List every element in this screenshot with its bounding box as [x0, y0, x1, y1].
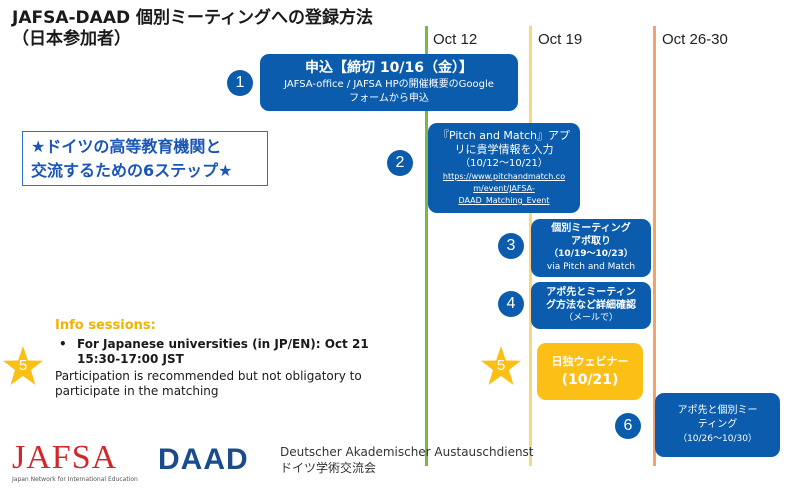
- daad-full-name-de: Deutscher Akademischer Austauschdienst: [280, 445, 534, 459]
- step-6-box: アポ先と個別ミー ティング （10/26〜10/30）: [655, 393, 780, 457]
- step-3-line-4: via Pitch and Match: [546, 262, 636, 272]
- step-4-line-3: （メールで）: [563, 313, 618, 323]
- column-header-oct19: Oct 19: [538, 31, 583, 48]
- step-1-line-3: フォームから申込: [349, 93, 429, 104]
- step-1-box: 申込【締切 10/16（金）】 JAFSA-office / JAFSA HPの…: [260, 54, 518, 111]
- step-6-number: 6: [615, 413, 641, 439]
- step-1-number: 1: [227, 70, 253, 96]
- daad-full-name: Deutscher Akademischer Austauschdienst ド…: [280, 444, 534, 476]
- timeline-line-oct26: [653, 26, 656, 466]
- six-steps-line-2: 交流するための6ステップ★: [31, 161, 233, 180]
- step-2-line-1: 『Pitch and Match』アプ: [437, 129, 571, 142]
- step-3-line-2: アポ取り: [571, 236, 611, 247]
- info-sessions-bullet: For Japanese universities (in JP/EN): Oc…: [55, 337, 385, 367]
- info-note-line-2: participate in the matching: [55, 384, 219, 398]
- step-5-star-timeline-label: 5: [496, 357, 506, 374]
- daad-logo: DAAD: [158, 443, 249, 476]
- column-header-oct12: Oct 12: [433, 31, 478, 48]
- daad-full-name-ja: ドイツ学術交流会: [280, 461, 377, 475]
- jafsa-logo: JAFSA Japan Network for International Ed…: [12, 439, 138, 484]
- step-5-line-1: 日独ウェビナー: [551, 354, 629, 368]
- jafsa-logo-tagline: Japan Network for International Educatio…: [12, 476, 138, 483]
- six-steps-callout: ★ドイツの高等教育機関と 交流するための6ステップ★: [22, 131, 268, 186]
- step-2-url-line-2: m/event/JAFSA-: [473, 184, 535, 193]
- info-sessions: Info sessions: For Japanese universities…: [55, 318, 385, 399]
- step-3-line-1: 個別ミーティング: [551, 223, 631, 234]
- step-2-url-line-1: https://www.pitchandmatch.co: [442, 172, 566, 181]
- step-6-line-3: （10/26〜10/30）: [678, 434, 757, 444]
- info-sessions-heading: Info sessions:: [55, 318, 156, 333]
- step-2-url-line-3: DAAD_Matching_Event: [458, 196, 550, 205]
- step-2-line-3: （10/12〜10/21）: [460, 158, 548, 169]
- step-6-line-1: アポ先と個別ミー: [677, 405, 758, 416]
- star-icon: [3, 346, 43, 385]
- info-note-line-1: Participation is recommended but not obl…: [55, 369, 362, 383]
- timeline-line-oct19: [529, 26, 532, 466]
- step-5-star-left-label: 5: [18, 357, 28, 374]
- step-1-title: 申込【締切 10/16（金）】: [305, 60, 473, 76]
- step-5-star-left: 5: [2, 345, 44, 387]
- info-sessions-note: Participation is recommended but not obl…: [55, 369, 385, 399]
- step-1-line-2: JAFSA-office / JAFSA HPの開催概要のGoogle: [284, 79, 494, 90]
- timeline-line-oct12: [425, 26, 428, 466]
- jafsa-logo-word: JAFSA: [12, 439, 118, 476]
- step-5-line-2: (10/21): [561, 371, 619, 388]
- step-4-box: アポ先とミーティン グ方法など詳細確認 （メールで）: [531, 282, 651, 329]
- step-4-number: 4: [498, 291, 524, 317]
- column-header-oct26: Oct 26-30: [662, 31, 728, 48]
- diagram-title: JAFSA-DAAD 個別ミーティングへの登録方法 （日本参加者）: [12, 8, 373, 50]
- step-2-line-2: リに貴学情報を入力: [454, 143, 554, 156]
- step-2-number: 2: [387, 150, 413, 176]
- info-bullet-line-1: For Japanese universities (in JP/EN): Oc…: [77, 337, 369, 351]
- step-5-webinar-box: 日独ウェビナー (10/21): [537, 343, 643, 400]
- step-3-number: 3: [498, 233, 524, 259]
- step-5-star-timeline: 5: [480, 345, 522, 387]
- step-3-box: 個別ミーティング アポ取り （10/19〜10/23） via Pitch an…: [531, 219, 651, 277]
- step-2-box: 『Pitch and Match』アプ リに貴学情報を入力 （10/12〜10/…: [428, 123, 580, 213]
- title-line-2: （日本参加者）: [12, 29, 131, 49]
- step-6-line-2: ティング: [697, 419, 738, 430]
- step-4-line-2: グ方法など詳細確認: [546, 300, 636, 311]
- info-bullet-line-2: 15:30-17:00 JST: [77, 352, 184, 366]
- title-line-1: JAFSA-DAAD 個別ミーティングへの登録方法: [12, 8, 373, 28]
- six-steps-line-1: ★ドイツの高等教育機関と: [31, 137, 222, 156]
- step-3-line-3: （10/19〜10/23）: [549, 249, 633, 259]
- step-4-line-1: アポ先とミーティン: [546, 287, 636, 298]
- star-icon: [481, 346, 521, 385]
